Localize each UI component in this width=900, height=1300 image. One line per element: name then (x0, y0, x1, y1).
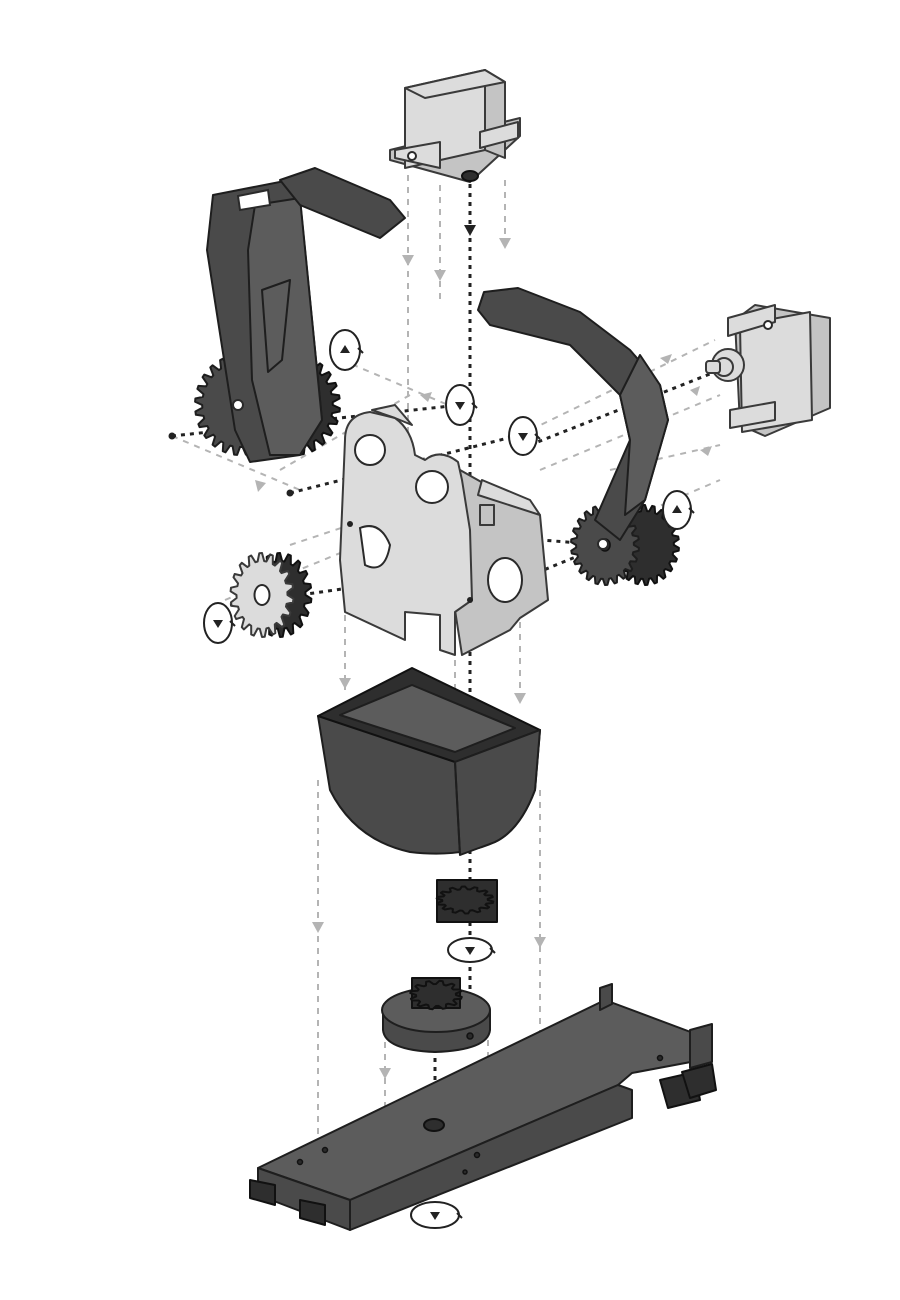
rotation-direction-arrow (455, 402, 465, 410)
axis-end-dots (168, 432, 473, 603)
gripper-body-housing (339, 404, 549, 656)
left-gripper-arm (194, 167, 406, 463)
rotation-arrow-icon (329, 329, 364, 371)
rotation-tick (357, 347, 364, 354)
gear-face (409, 979, 463, 1011)
base-plate (249, 983, 717, 1231)
rotation-markers (203, 329, 695, 1229)
rotation-tick (229, 620, 236, 627)
base-gear-hub (381, 977, 491, 1053)
rotation-arrow-icon (203, 602, 236, 644)
small-gear-left (229, 552, 313, 638)
pinion-gear (435, 879, 498, 923)
rotation-arrow-icon (410, 1201, 463, 1229)
rotation-arrow-icon (662, 490, 695, 530)
rotation-direction-arrow (213, 620, 223, 628)
rotation-direction-arrow (518, 433, 528, 441)
right-gripper-arm (477, 287, 680, 586)
rotation-tick (688, 507, 695, 514)
rotation-tick (534, 433, 541, 440)
rotation-direction-arrow (430, 1212, 440, 1220)
gear-hub-hole (253, 584, 271, 606)
rotation-direction-arrow (465, 947, 475, 955)
rotation-tick (471, 402, 478, 409)
cup-housing (317, 667, 541, 856)
servo-right (705, 304, 831, 437)
rotation-arrow-icon (447, 937, 496, 963)
servo-top (389, 69, 521, 183)
gear-face (435, 885, 495, 915)
rotation-direction-arrow (672, 505, 682, 513)
rotation-tick (456, 1212, 463, 1219)
rotation-direction-arrow (340, 345, 350, 353)
rotation-arrow-icon (445, 384, 478, 426)
rotation-arrow-icon (508, 416, 541, 456)
rotation-tick (489, 947, 496, 954)
